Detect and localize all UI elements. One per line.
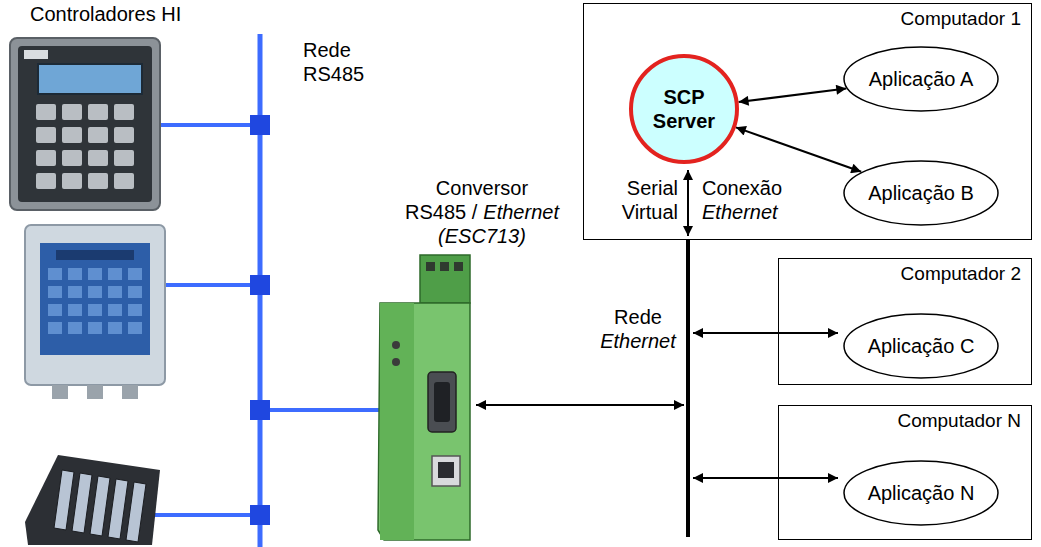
- device-label: Conversor: [436, 176, 528, 200]
- network-label: Rede: [614, 305, 662, 329]
- computer-box: Computador 2 Aplicação C: [778, 258, 1032, 385]
- computer-title: Computador 1: [901, 7, 1021, 31]
- group-label: Controladores HI: [30, 2, 181, 26]
- outline-path: [844, 47, 998, 111]
- rs485-bus: [155, 34, 380, 547]
- controller-rack: [25, 455, 160, 545]
- link-label: Conexão: [702, 176, 782, 200]
- application-ellipse: Aplicação C: [843, 313, 999, 379]
- outline-path: [844, 161, 998, 225]
- application-name: Aplicação N: [868, 481, 975, 505]
- link-arrow: [739, 88, 847, 102]
- controller-box: [25, 225, 165, 399]
- outline-path: [844, 314, 998, 378]
- computer-title: Computador 2: [901, 262, 1021, 286]
- application-ellipse: Aplicação B: [843, 160, 999, 226]
- application-ellipse: Aplicação A: [843, 46, 999, 112]
- outline-path: [844, 461, 998, 525]
- network-label: Ethernet: [600, 329, 676, 353]
- converter-module: [378, 255, 470, 540]
- link-arrow: [736, 127, 861, 171]
- network-label: Rede RS485: [303, 38, 383, 86]
- device-model: (ESC713): [438, 224, 526, 248]
- link-label: Serial Virtual: [598, 176, 678, 224]
- link-label: Ethernet: [702, 200, 778, 224]
- circle-outline: [629, 54, 739, 164]
- application-name: Aplicação C: [868, 334, 975, 358]
- outline-path: [631, 56, 737, 162]
- server-circle: SCP Server: [629, 54, 739, 164]
- computer-title: Computador N: [897, 409, 1021, 433]
- computer-box: Computador N Aplicação N: [778, 405, 1032, 540]
- server-name: SCP Server: [644, 85, 724, 133]
- application-ellipse: Aplicação N: [843, 460, 999, 526]
- ethernet-bus: [476, 170, 838, 537]
- device-label: RS485 /: [405, 200, 477, 224]
- controller-panel: [10, 38, 160, 210]
- application-name: Aplicação B: [868, 181, 974, 205]
- device-label: Ethernet: [483, 200, 559, 224]
- application-name: Aplicação A: [869, 67, 974, 91]
